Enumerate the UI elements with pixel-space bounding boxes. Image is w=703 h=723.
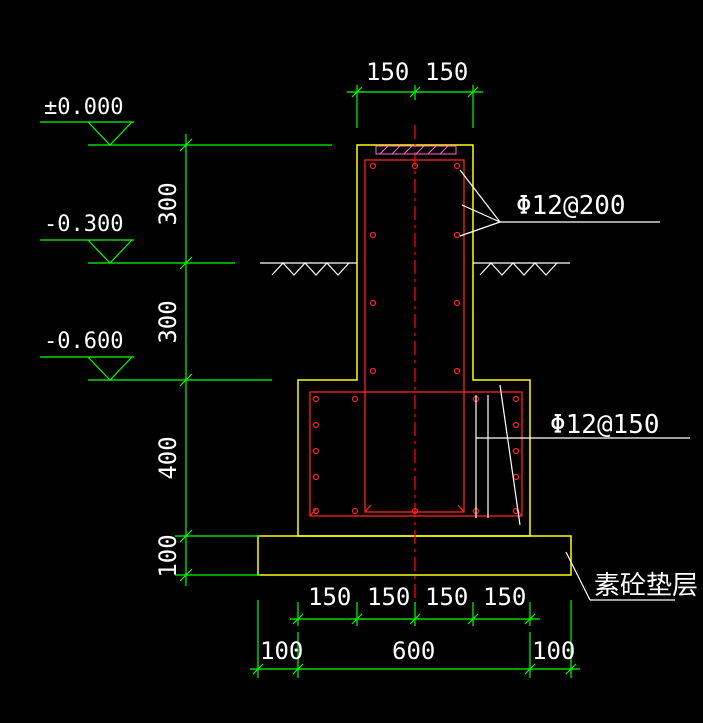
- elevation-label-1: -0.300: [44, 212, 123, 237]
- lower-stirrup: [309, 391, 523, 517]
- elevation-label-0: ±0.000: [44, 95, 123, 120]
- upper-rebar-label: Φ12@200: [516, 191, 626, 221]
- cushion-label: 素砼垫层: [594, 571, 698, 601]
- upper-rebar-leader: [459, 169, 660, 237]
- column-cap: [375, 145, 457, 155]
- foundation-body-outline: [297, 144, 531, 537]
- dim-vertical-2: 400: [154, 436, 182, 479]
- dim-bottom-step-1: 150: [367, 583, 410, 611]
- rebar-cage: [309, 159, 523, 517]
- dim-vertical-3: 100: [154, 534, 182, 577]
- dim-bottom-overall-left: 100: [260, 637, 303, 665]
- upper-stirrup: [364, 159, 465, 513]
- ground-left: [260, 262, 357, 276]
- dimension-lines: [40, 85, 580, 678]
- dim-bottom-step-0: 150: [308, 583, 351, 611]
- ground-right: [473, 262, 570, 276]
- elevation-label-2: -0.600: [44, 329, 123, 354]
- dim-vertical-0: 300: [154, 182, 182, 225]
- dim-bottom-overall-mid: 600: [392, 637, 435, 665]
- cushion-leader: [565, 551, 675, 601]
- dim-top-right: 150: [425, 58, 468, 86]
- dim-bottom-step-3: 150: [483, 583, 526, 611]
- dim-bottom-overall-right: 100: [532, 637, 575, 665]
- dim-bottom-step-2: 150: [425, 583, 468, 611]
- lower-rebar-leader: [475, 384, 690, 526]
- dim-vertical-1: 300: [154, 300, 182, 343]
- lower-rebar-label: Φ12@150: [550, 410, 660, 440]
- dim-top-left: 150: [366, 58, 409, 86]
